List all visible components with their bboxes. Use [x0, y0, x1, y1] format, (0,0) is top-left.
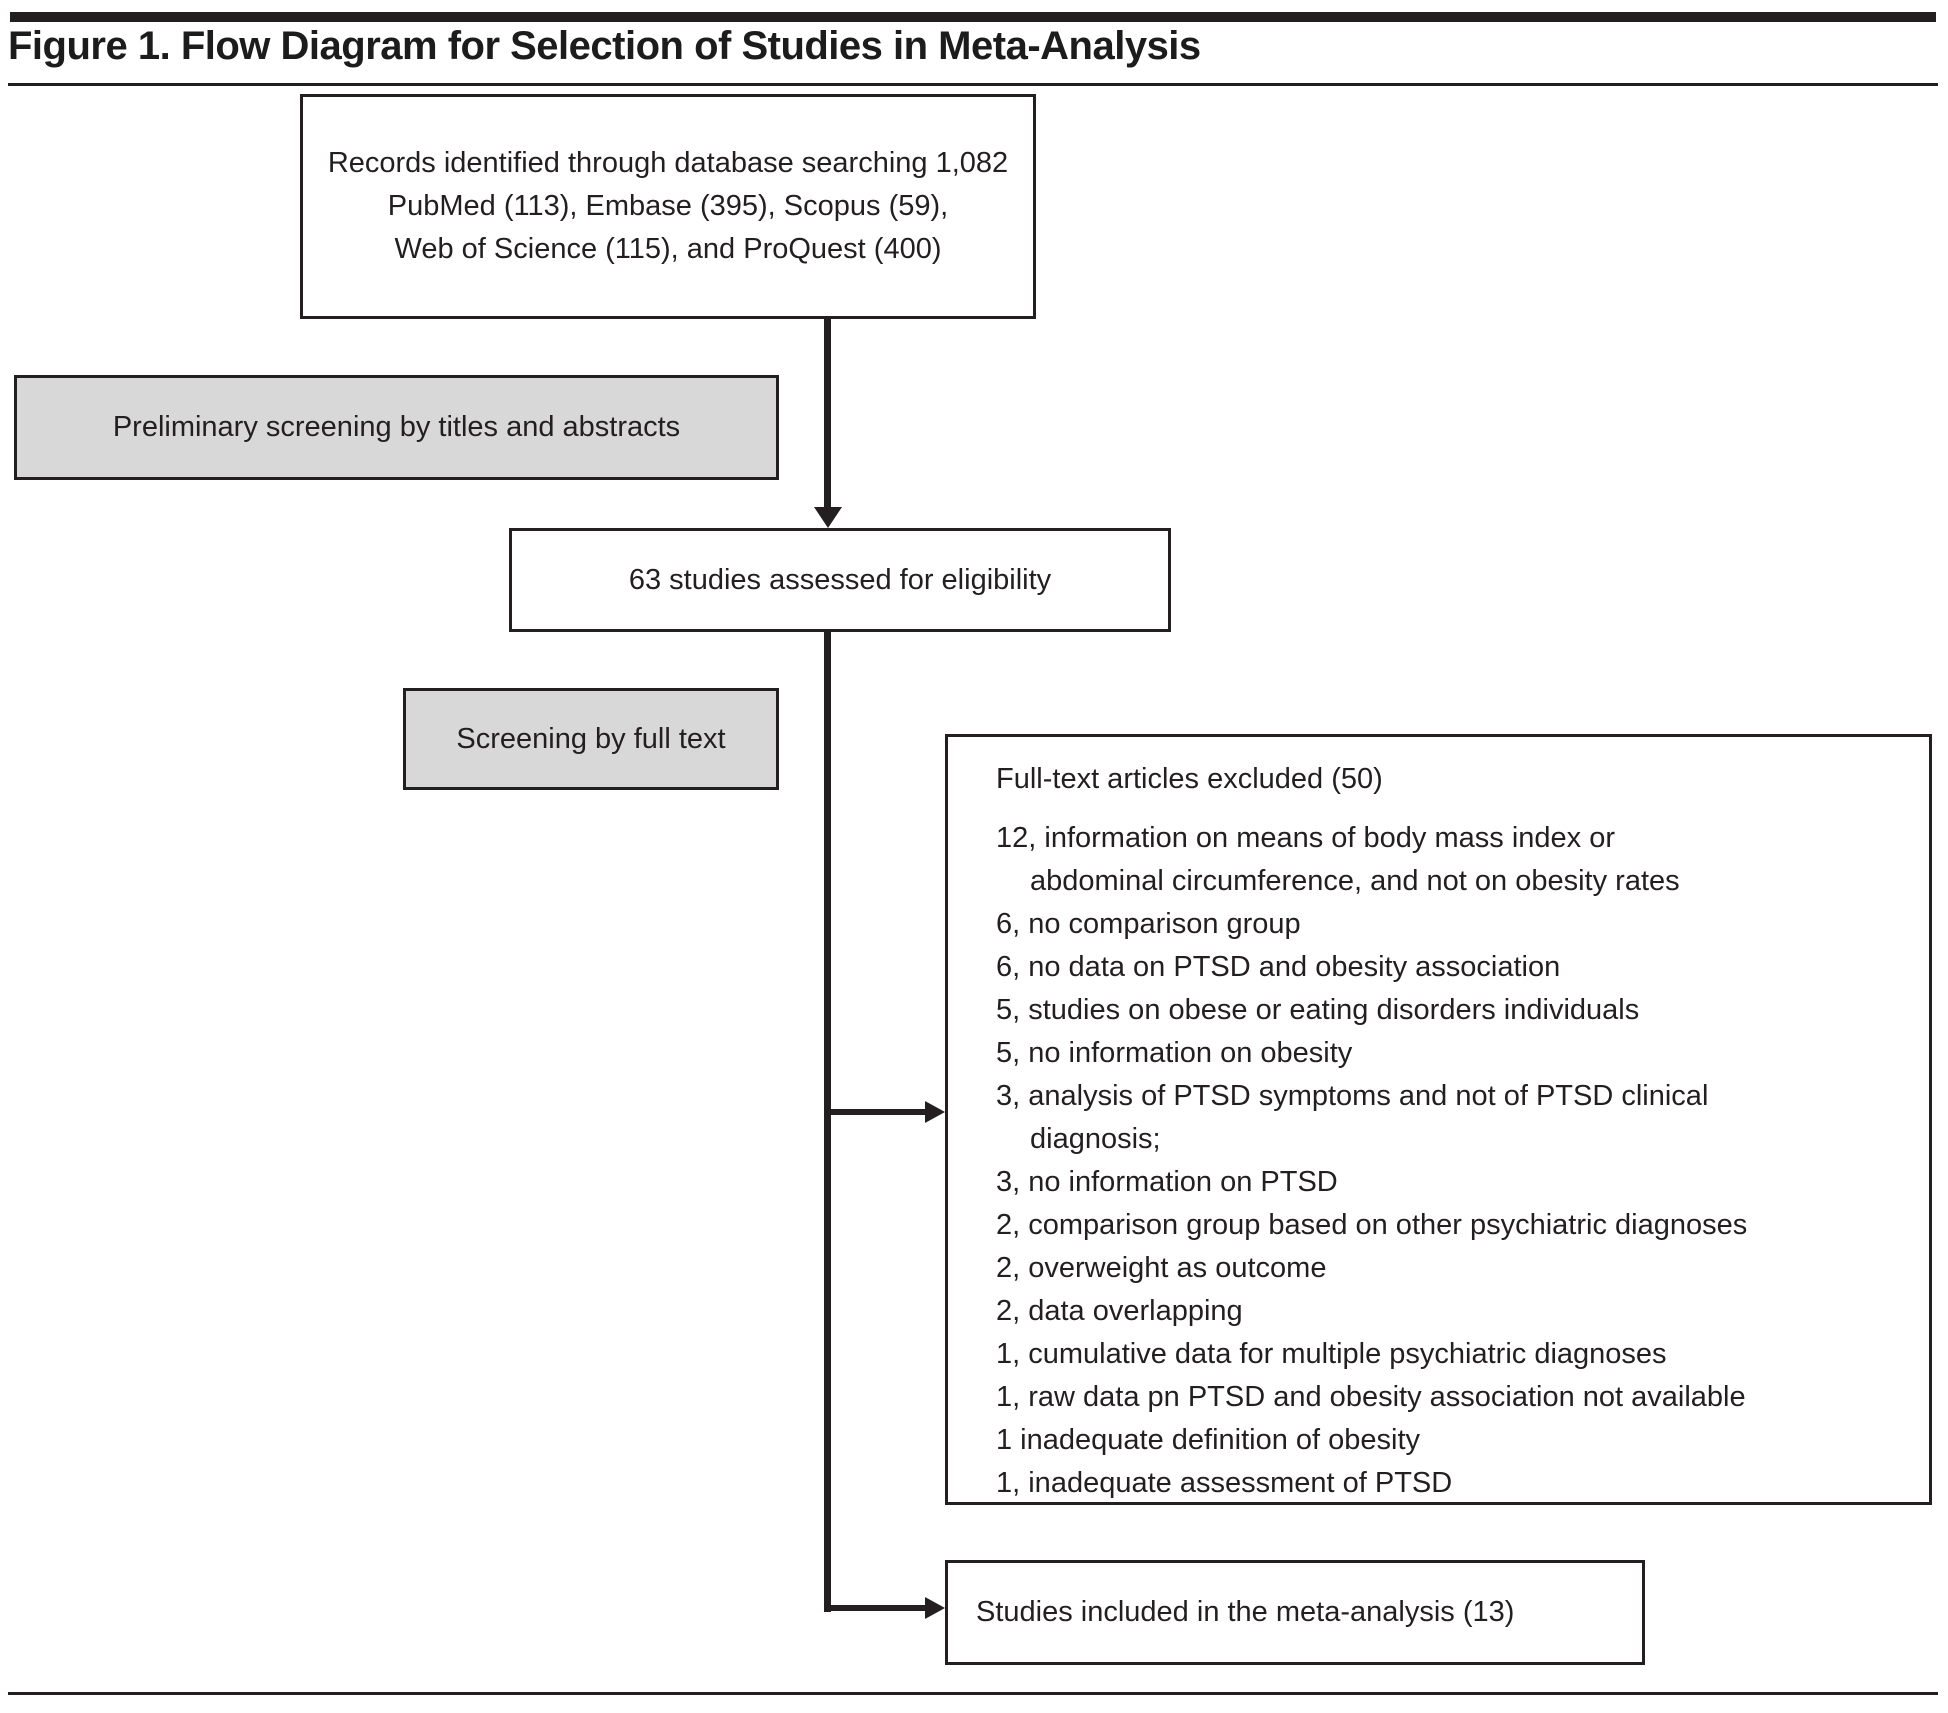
arrow-to-included-shaft	[828, 1605, 928, 1611]
excluded-reason: 2, data overlapping	[996, 1295, 1243, 1327]
assessed-eligibility-box: 63 studies assessed for eligibility	[509, 528, 1171, 632]
arrow-right-head-icon	[925, 1101, 945, 1123]
excluded-header: Full-text articles excluded (50)	[996, 763, 1383, 795]
full-text-screening-label: Screening by full text	[456, 722, 726, 755]
preliminary-screening-label: Preliminary screening by titles and abst…	[112, 411, 681, 444]
figure-title: Figure 1. Flow Diagram for Selection of …	[8, 24, 1201, 68]
preliminary-screening-box: Preliminary screening by titles and abst…	[14, 375, 779, 480]
excluded-articles-box: Full-text articles excluded (50) 12, inf…	[945, 734, 1932, 1505]
records-line-1: Records identified through database sear…	[327, 147, 1009, 180]
excluded-reason: 1 inadequate definition of obesity	[996, 1424, 1421, 1456]
excluded-reason: 5, no information on obesity	[996, 1037, 1353, 1069]
flow-trunk-line	[824, 632, 831, 1612]
bottom-divider	[8, 1692, 1938, 1695]
excluded-reason: 2, overweight as outcome	[996, 1252, 1327, 1284]
arrow-to-excluded-shaft	[828, 1109, 928, 1115]
arrow-right-head-icon	[925, 1597, 945, 1619]
records-line-2: PubMed (113), Embase (395), Scopus (59),	[387, 190, 949, 223]
included-studies-box: Studies included in the meta-analysis (1…	[945, 1560, 1645, 1665]
excluded-reason: 2, comparison group based on other psych…	[996, 1209, 1748, 1241]
excluded-reason: 6, no comparison group	[996, 908, 1301, 940]
title-divider	[8, 83, 1938, 86]
arrow-records-to-assessed-shaft	[824, 319, 831, 511]
excluded-reason: 1, cumulative data for multiple psychiat…	[996, 1338, 1667, 1370]
excluded-reason: 12, information on means of body mass in…	[996, 822, 1680, 897]
excluded-reason: 1, raw data pn PTSD and obesity associat…	[996, 1381, 1746, 1413]
records-line-3: Web of Science (115), and ProQuest (400)	[394, 232, 942, 265]
top-bar	[10, 12, 1936, 22]
excluded-reason: 5, studies on obese or eating disorders …	[996, 994, 1640, 1026]
included-studies-label: Studies included in the meta-analysis (1…	[976, 1596, 1515, 1629]
assessed-eligibility-label: 63 studies assessed for eligibility	[628, 563, 1052, 596]
records-identified-box: Records identified through database sear…	[300, 94, 1036, 319]
excluded-reason: 3, analysis of PTSD symptoms and not of …	[996, 1080, 1709, 1155]
excluded-reason: 3, no information on PTSD	[996, 1166, 1338, 1198]
excluded-reason: 1, inadequate assessment of PTSD	[996, 1467, 1453, 1499]
full-text-screening-box: Screening by full text	[403, 688, 779, 790]
arrow-down-head-icon	[814, 507, 842, 528]
excluded-reason: 6, no data on PTSD and obesity associati…	[996, 951, 1561, 983]
